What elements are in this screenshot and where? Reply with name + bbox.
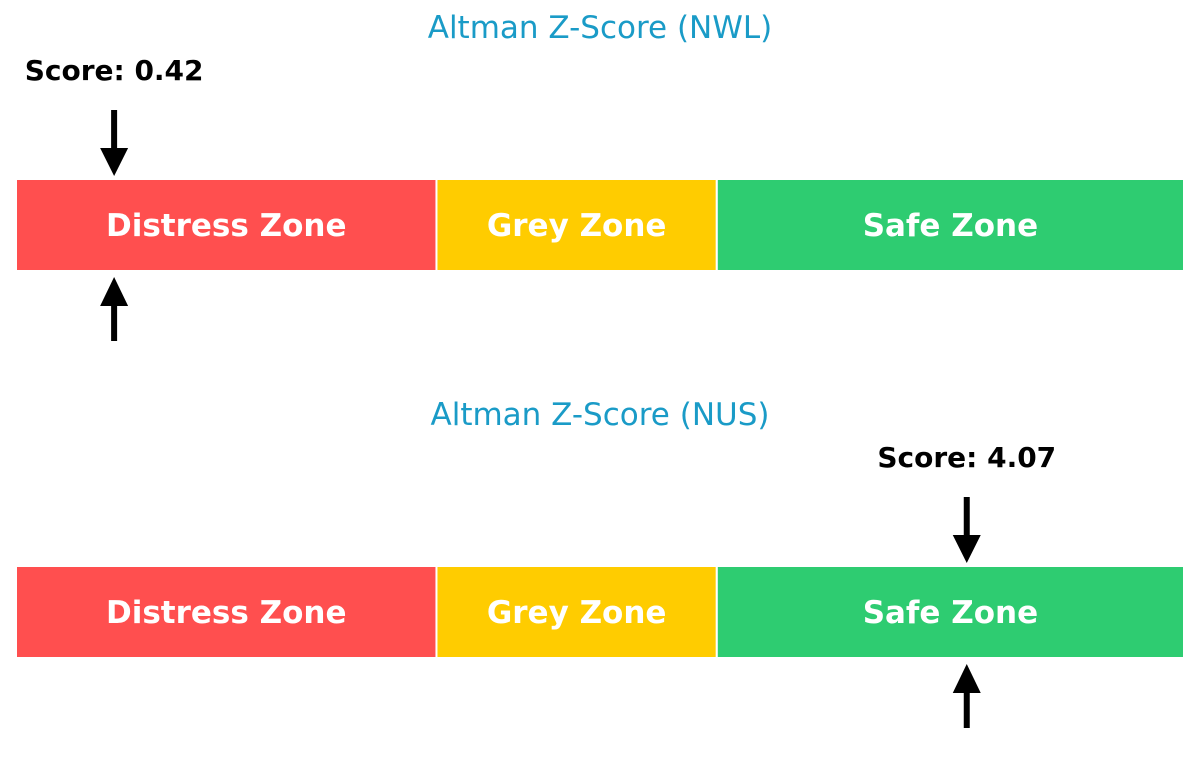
- zone-label: Distress Zone: [106, 208, 347, 244]
- zone-label: Grey Zone: [487, 208, 667, 244]
- zone-bar-svg: Distress Zone Grey Zone Safe Zone: [15, 110, 1185, 341]
- zone-segment: [15, 178, 438, 272]
- chart-title: Altman Z-Score (NWL): [427, 10, 773, 46]
- chart-title: Altman Z-Score (NUS): [430, 397, 770, 433]
- zone-segment: [715, 178, 1185, 272]
- zone-label: Distress Zone: [106, 595, 347, 631]
- zscore-chart-nwl: Altman Z-Score (NWL) Score: 0.42 Distres…: [0, 0, 1200, 380]
- score-label: Score: 4.07: [877, 441, 1057, 474]
- zone-label: Safe Zone: [863, 595, 1038, 631]
- zone-bar-svg: Distress Zone Grey Zone Safe Zone: [15, 497, 1185, 728]
- score-arrowhead-top: [100, 148, 129, 176]
- zscore-chart-nus: Altman Z-Score (NUS) Score: 4.07 Distres…: [0, 387, 1200, 767]
- zone-segment: [715, 565, 1185, 659]
- score-label: Score: 0.42: [24, 54, 204, 87]
- score-arrowhead-bottom: [952, 664, 981, 693]
- zone-label: Safe Zone: [863, 208, 1038, 244]
- score-arrowhead-bottom: [100, 277, 129, 306]
- zone-label: Grey Zone: [487, 595, 667, 631]
- score-arrowhead-top: [952, 535, 981, 563]
